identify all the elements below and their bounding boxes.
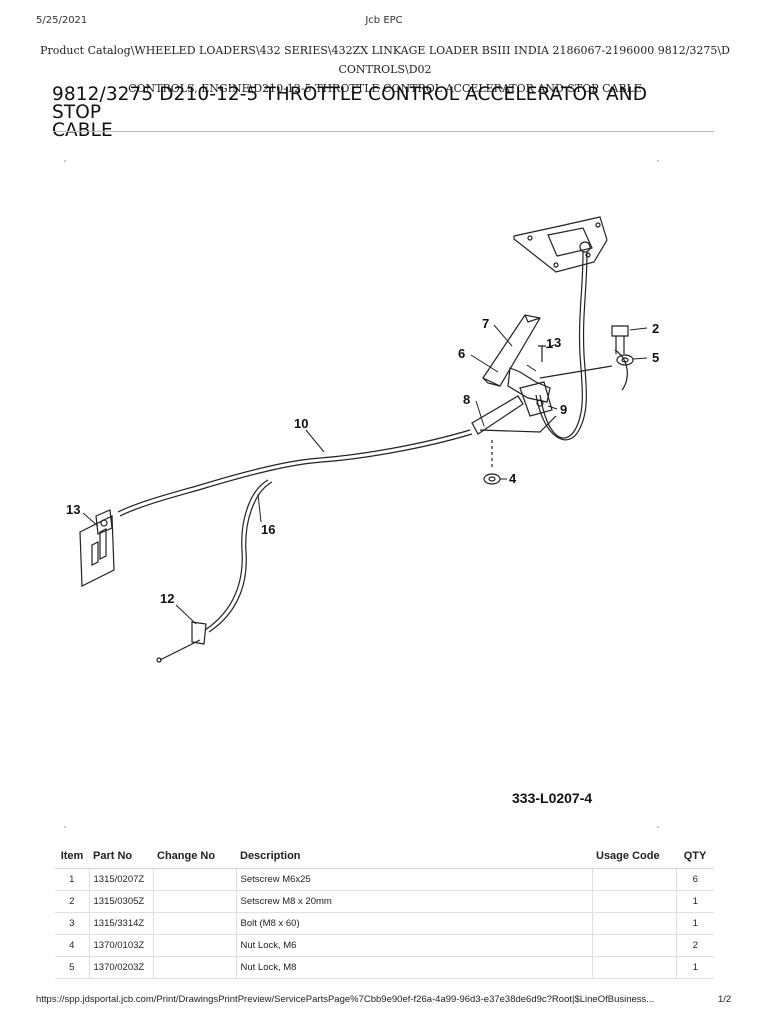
change-no-cell xyxy=(153,868,237,891)
usage-code-cell xyxy=(592,890,677,913)
part-no-cell: 1315/3314Z xyxy=(89,912,154,935)
bulkhead-arc xyxy=(614,349,628,391)
table-row: 4 1370/0103Z Nut Lock, M6 2 xyxy=(55,934,714,957)
usage-code-cell xyxy=(592,912,677,935)
mounting-bracket xyxy=(79,509,115,587)
item-cell: 3 xyxy=(55,912,90,935)
callout-10: 10 xyxy=(294,416,308,431)
description-cell: Setscrew M6x25 xyxy=(236,868,593,891)
usage-code-cell xyxy=(592,934,677,957)
print-app-title: Jcb EPC xyxy=(365,15,403,26)
col-item-header: Item xyxy=(55,843,89,869)
callout-1: 1 xyxy=(546,336,553,351)
callout-5: 5 xyxy=(652,350,659,365)
table-row: 5 1370/0203Z Nut Lock, M8 1 xyxy=(55,956,714,979)
col-usage-code-header: Usage Code xyxy=(592,843,676,869)
col-description-header: Description xyxy=(236,843,592,869)
breadcrumb-line-1: Product Catalog\WHEELED LOADERS\432 SERI… xyxy=(40,44,730,76)
change-no-cell xyxy=(153,912,237,935)
footer-url: https://spp.jdsportal.jcb.com/Print/Draw… xyxy=(36,994,655,1005)
qty-cell: 1 xyxy=(676,956,714,979)
page-title: 9812/3275 D210-12-5 THROTTLE CONTROL ACC… xyxy=(52,84,692,141)
callout-13: 13 xyxy=(66,502,80,517)
cable-16 xyxy=(204,479,273,633)
qty-cell: 6 xyxy=(676,868,714,891)
linkage-rod xyxy=(539,365,613,379)
page-title-line-1: 9812/3275 D210-12-5 THROTTLE CONTROL ACC… xyxy=(52,84,648,123)
col-change-no-header: Change No xyxy=(153,843,236,869)
stop-lever xyxy=(156,621,207,663)
breadcrumb-line-2: CONTROLS, ENGINE\D210-12-5 THROTTLE CONT… xyxy=(128,82,642,95)
callout-16: 16 xyxy=(261,522,275,537)
nut-part xyxy=(483,440,501,485)
callout-6: 6 xyxy=(458,346,465,361)
breadcrumb: Product Catalog\WHEELED LOADERS\432 SERI… xyxy=(40,41,730,98)
callout-7: 7 xyxy=(482,316,489,331)
accelerator-pedal xyxy=(482,314,551,403)
usage-code-cell xyxy=(592,956,677,979)
callout-3: 3 xyxy=(554,335,561,350)
description-cell: Setscrew M8 x 20mm xyxy=(236,890,593,913)
description-cell: Nut Lock, M8 xyxy=(236,956,593,979)
col-qty-header: QTY xyxy=(676,843,714,869)
accelerator-cable xyxy=(535,251,588,441)
description-cell: Nut Lock, M6 xyxy=(236,934,593,957)
mounting-plate xyxy=(513,216,608,273)
title-divider xyxy=(53,131,714,132)
callout-4: 4 xyxy=(509,471,517,486)
print-date: 5/25/2021 xyxy=(36,15,88,26)
qty-cell: 1 xyxy=(676,912,714,935)
screw-part xyxy=(538,345,546,362)
part-no-cell: 1315/0305Z xyxy=(89,890,154,913)
col-part-no-header: Part No xyxy=(89,843,153,869)
table-row: 1 1315/0207Z Setscrew M6x25 6 xyxy=(55,868,714,891)
parts-table: Item Part No Change No Description Usage… xyxy=(55,843,714,979)
corner-dot xyxy=(657,826,659,828)
part-no-cell: 1315/0207Z xyxy=(89,868,154,891)
usage-code-cell xyxy=(592,868,677,891)
description-cell: Bolt (M8 x 60) xyxy=(236,912,593,935)
item-cell: 1 xyxy=(55,868,90,891)
qty-cell: 2 xyxy=(676,934,714,957)
callout-8: 8 xyxy=(463,392,470,407)
corner-dot xyxy=(64,160,66,162)
exploded-parts-drawing: 1 2 3 4 5 6 7 8 9 10 12 13 16 xyxy=(66,216,659,663)
bolt-part xyxy=(611,325,629,354)
table-row: 3 1315/3314Z Bolt (M8 x 60) 1 xyxy=(55,912,714,935)
qty-cell: 1 xyxy=(676,890,714,913)
item-cell: 5 xyxy=(55,956,90,979)
callout-12: 12 xyxy=(160,591,174,606)
part-no-cell: 1370/0203Z xyxy=(89,956,154,979)
stop-cable xyxy=(117,429,473,517)
change-no-cell xyxy=(153,956,237,979)
nut-part xyxy=(616,354,634,366)
callout-labels: 1 2 3 4 5 6 7 8 9 10 12 13 16 xyxy=(66,316,659,606)
change-no-cell xyxy=(153,934,237,957)
change-no-cell xyxy=(153,890,237,913)
table-row: 2 1315/0305Z Setscrew M8 x 20mm 1 xyxy=(55,890,714,913)
callout-2: 2 xyxy=(652,321,659,336)
parts-table-header: Item Part No Change No Description Usage… xyxy=(55,843,714,869)
corner-dot xyxy=(657,160,659,162)
item-cell: 2 xyxy=(55,890,90,913)
leader-lines xyxy=(82,324,648,625)
corner-dot xyxy=(64,826,66,828)
callout-9: 9 xyxy=(560,402,567,417)
pedal-bracket xyxy=(471,381,557,435)
figure-code: 333-L0207-4 xyxy=(512,790,593,806)
item-cell: 4 xyxy=(55,934,90,957)
page-number: 1/2 xyxy=(718,994,732,1005)
part-no-cell: 1370/0103Z xyxy=(89,934,154,957)
page-title-line-2: CABLE xyxy=(52,120,113,141)
